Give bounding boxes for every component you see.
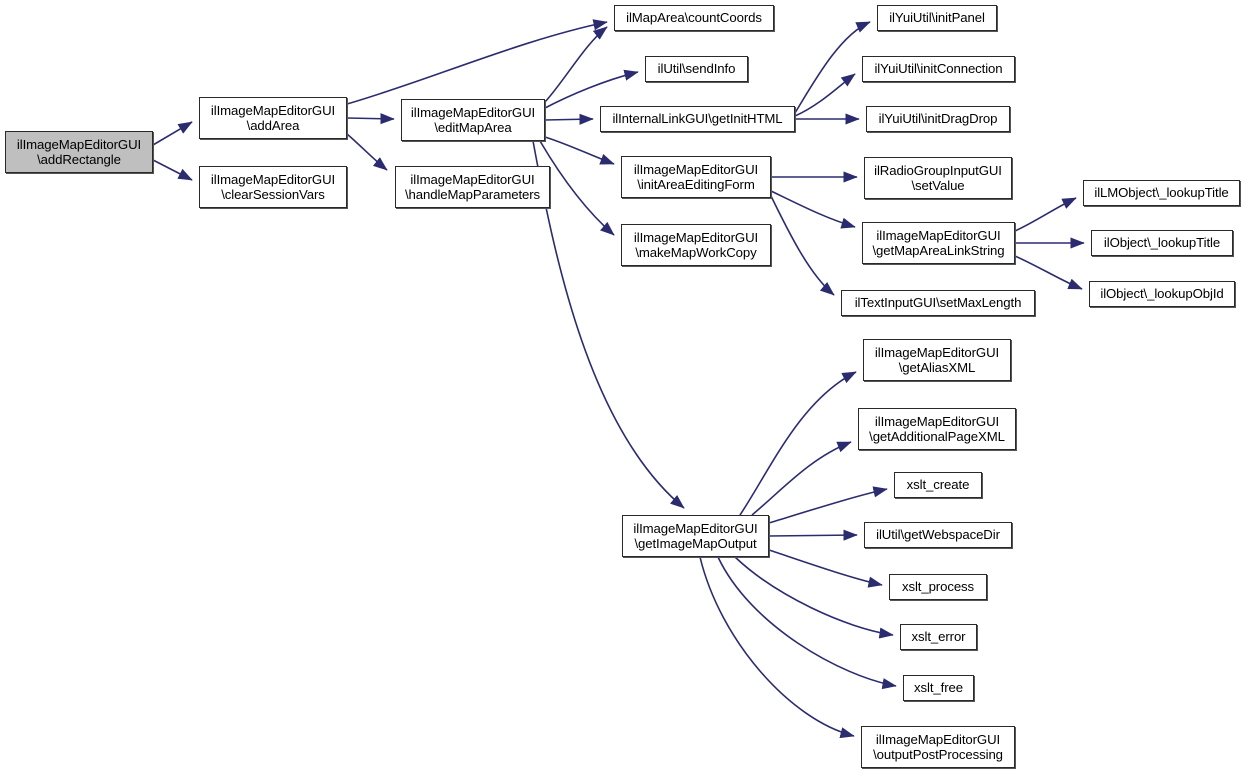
graph-node-setValue[interactable]: ilRadioGroupInputGUI \setValue bbox=[864, 157, 1012, 199]
graph-node-addArea[interactable]: ilImageMapEditorGUI \addArea bbox=[199, 97, 347, 139]
call-edge bbox=[152, 121, 193, 146]
graph-node-label: ilUtil\sendInfo bbox=[657, 61, 736, 77]
call-edge bbox=[346, 113, 395, 125]
graph-node-label: ilImageMapEditorGUI \getMapAreaLinkStrin… bbox=[872, 227, 1005, 258]
call-edge bbox=[768, 549, 883, 588]
call-edge bbox=[699, 556, 855, 739]
graph-node-label: ilTextInputGUI\setMaxLength bbox=[854, 295, 1022, 311]
call-edge bbox=[794, 21, 871, 114]
call-edge bbox=[751, 441, 852, 516]
graph-node-clearSessionVars[interactable]: ilImageMapEditorGUI \clearSessionVars bbox=[199, 166, 347, 208]
graph-node-getWebspaceDir[interactable]: ilUtil\getWebspaceDir bbox=[864, 522, 1012, 548]
call-edge bbox=[544, 113, 594, 125]
graph-node-label: ilImageMapEditorGUI \getAliasXML bbox=[874, 344, 1000, 375]
graph-node-objLookupObjId[interactable]: ilObject\_lookupObjId bbox=[1089, 281, 1235, 307]
graph-node-sendInfo[interactable]: ilUtil\sendInfo bbox=[645, 56, 748, 82]
call-edge bbox=[768, 486, 888, 524]
graph-node-label: ilInternalLinkGUI\getInitHTML bbox=[612, 111, 783, 127]
graph-node-xsltError[interactable]: xslt_error bbox=[900, 624, 977, 650]
graph-node-label: ilImageMapEditorGUI \getImageMapOutput bbox=[633, 520, 758, 551]
graph-node-setMaxLength[interactable]: ilTextInputGUI\setMaxLength bbox=[841, 290, 1035, 316]
call-edge bbox=[539, 140, 615, 236]
graph-node-outputPostProcessing[interactable]: ilImageMapEditorGUI \outputPostProcessin… bbox=[861, 726, 1015, 768]
call-edge bbox=[734, 556, 894, 639]
call-edge bbox=[1014, 197, 1077, 232]
graph-node-label: ilMapArea\countCoords bbox=[626, 10, 762, 26]
call-edge bbox=[152, 159, 193, 181]
graph-node-editMapArea[interactable]: ilImageMapEditorGUI \editMapArea bbox=[401, 99, 545, 141]
graph-node-countCoords[interactable]: ilMapArea\countCoords bbox=[614, 5, 774, 31]
graph-node-label: xslt_free bbox=[914, 680, 963, 696]
graph-node-label: ilObject\_lookupObjId bbox=[1100, 286, 1224, 302]
graph-node-xsltCreate[interactable]: xslt_create bbox=[894, 472, 982, 498]
call-edge bbox=[544, 26, 608, 103]
graph-node-label: ilLMObject\_lookupTitle bbox=[1094, 185, 1229, 201]
graph-node-getImageMapOutput[interactable]: ilImageMapEditorGUI \getImageMapOutput bbox=[622, 515, 769, 557]
call-edge bbox=[768, 529, 858, 541]
graph-node-makeMapWorkCopy[interactable]: ilImageMapEditorGUI \makeMapWorkCopy bbox=[621, 224, 771, 266]
graph-node-label: ilImageMapEditorGUI \makeMapWorkCopy bbox=[633, 229, 759, 260]
graph-node-initDragDrop[interactable]: ilYuiUtil\initDragDrop bbox=[866, 106, 1010, 132]
graph-node-handleMapParameters[interactable]: ilImageMapEditorGUI \handleMapParameters bbox=[395, 166, 550, 208]
graph-node-label: ilYuiUtil\initPanel bbox=[889, 10, 985, 26]
graph-node-label: ilUtil\getWebspaceDir bbox=[876, 527, 1000, 543]
graph-node-addRectangle[interactable]: ilImageMapEditorGUI \addRectangle bbox=[5, 131, 153, 173]
call-edge bbox=[770, 190, 856, 229]
graph-node-xsltProcess[interactable]: xslt_process bbox=[889, 574, 987, 600]
graph-node-label: ilImageMapEditorGUI \clearSessionVars bbox=[210, 171, 336, 202]
call-edge bbox=[346, 133, 388, 171]
call-edge bbox=[544, 69, 639, 109]
call-edge bbox=[346, 19, 608, 105]
graph-node-getAliasXML[interactable]: ilImageMapEditorGUI \getAliasXML bbox=[863, 339, 1011, 381]
graph-node-getMapAreaLinkString[interactable]: ilImageMapEditorGUI \getMapAreaLinkStrin… bbox=[862, 222, 1015, 264]
graph-node-label: ilYuiUtil\initDragDrop bbox=[878, 111, 998, 127]
graph-node-label: ilRadioGroupInputGUI \setValue bbox=[874, 162, 1002, 193]
graph-node-objLookupTitle[interactable]: ilObject\_lookupTitle bbox=[1091, 230, 1233, 256]
call-edge bbox=[717, 556, 897, 690]
graph-node-label: ilImageMapEditorGUI \outputPostProcessin… bbox=[873, 731, 1003, 762]
graph-node-label: xslt_error bbox=[911, 629, 966, 645]
call-edge bbox=[739, 371, 857, 516]
graph-node-initAreaEditingForm[interactable]: ilImageMapEditorGUI \initAreaEditingForm bbox=[621, 156, 771, 198]
graph-node-label: ilObject\_lookupTitle bbox=[1103, 235, 1221, 251]
call-edge bbox=[794, 73, 856, 117]
graph-node-label: xslt_create bbox=[906, 477, 970, 493]
graph-node-label: ilYuiUtil\initConnection bbox=[874, 61, 1003, 77]
graph-node-label: ilImageMapEditorGUI \initAreaEditingForm bbox=[633, 161, 759, 192]
graph-node-lmLookupTitle[interactable]: ilLMObject\_lookupTitle bbox=[1083, 180, 1240, 206]
call-edge bbox=[770, 195, 835, 296]
call-edge bbox=[1014, 255, 1083, 290]
graph-node-label: ilImageMapEditorGUI \addRectangle bbox=[16, 136, 142, 167]
call-edge bbox=[544, 136, 615, 165]
graph-node-getInitHTML[interactable]: ilInternalLinkGUI\getInitHTML bbox=[600, 106, 795, 132]
graph-node-xsltFree[interactable]: xslt_free bbox=[903, 675, 974, 701]
graph-node-label: ilImageMapEditorGUI \editMapArea bbox=[410, 104, 536, 135]
graph-node-label: xslt_process bbox=[901, 579, 975, 595]
graph-node-initPanel[interactable]: ilYuiUtil\initPanel bbox=[877, 5, 997, 31]
graph-node-label: ilImageMapEditorGUI \handleMapParameters bbox=[404, 171, 541, 202]
graph-node-label: ilImageMapEditorGUI \addArea bbox=[210, 102, 336, 133]
graph-node-initConnection[interactable]: ilYuiUtil\initConnection bbox=[862, 56, 1015, 82]
graph-node-getAdditionalPageXML[interactable]: ilImageMapEditorGUI \getAdditionalPageXM… bbox=[858, 408, 1016, 450]
graph-node-label: ilImageMapEditorGUI \getAdditionalPageXM… bbox=[869, 413, 1005, 444]
